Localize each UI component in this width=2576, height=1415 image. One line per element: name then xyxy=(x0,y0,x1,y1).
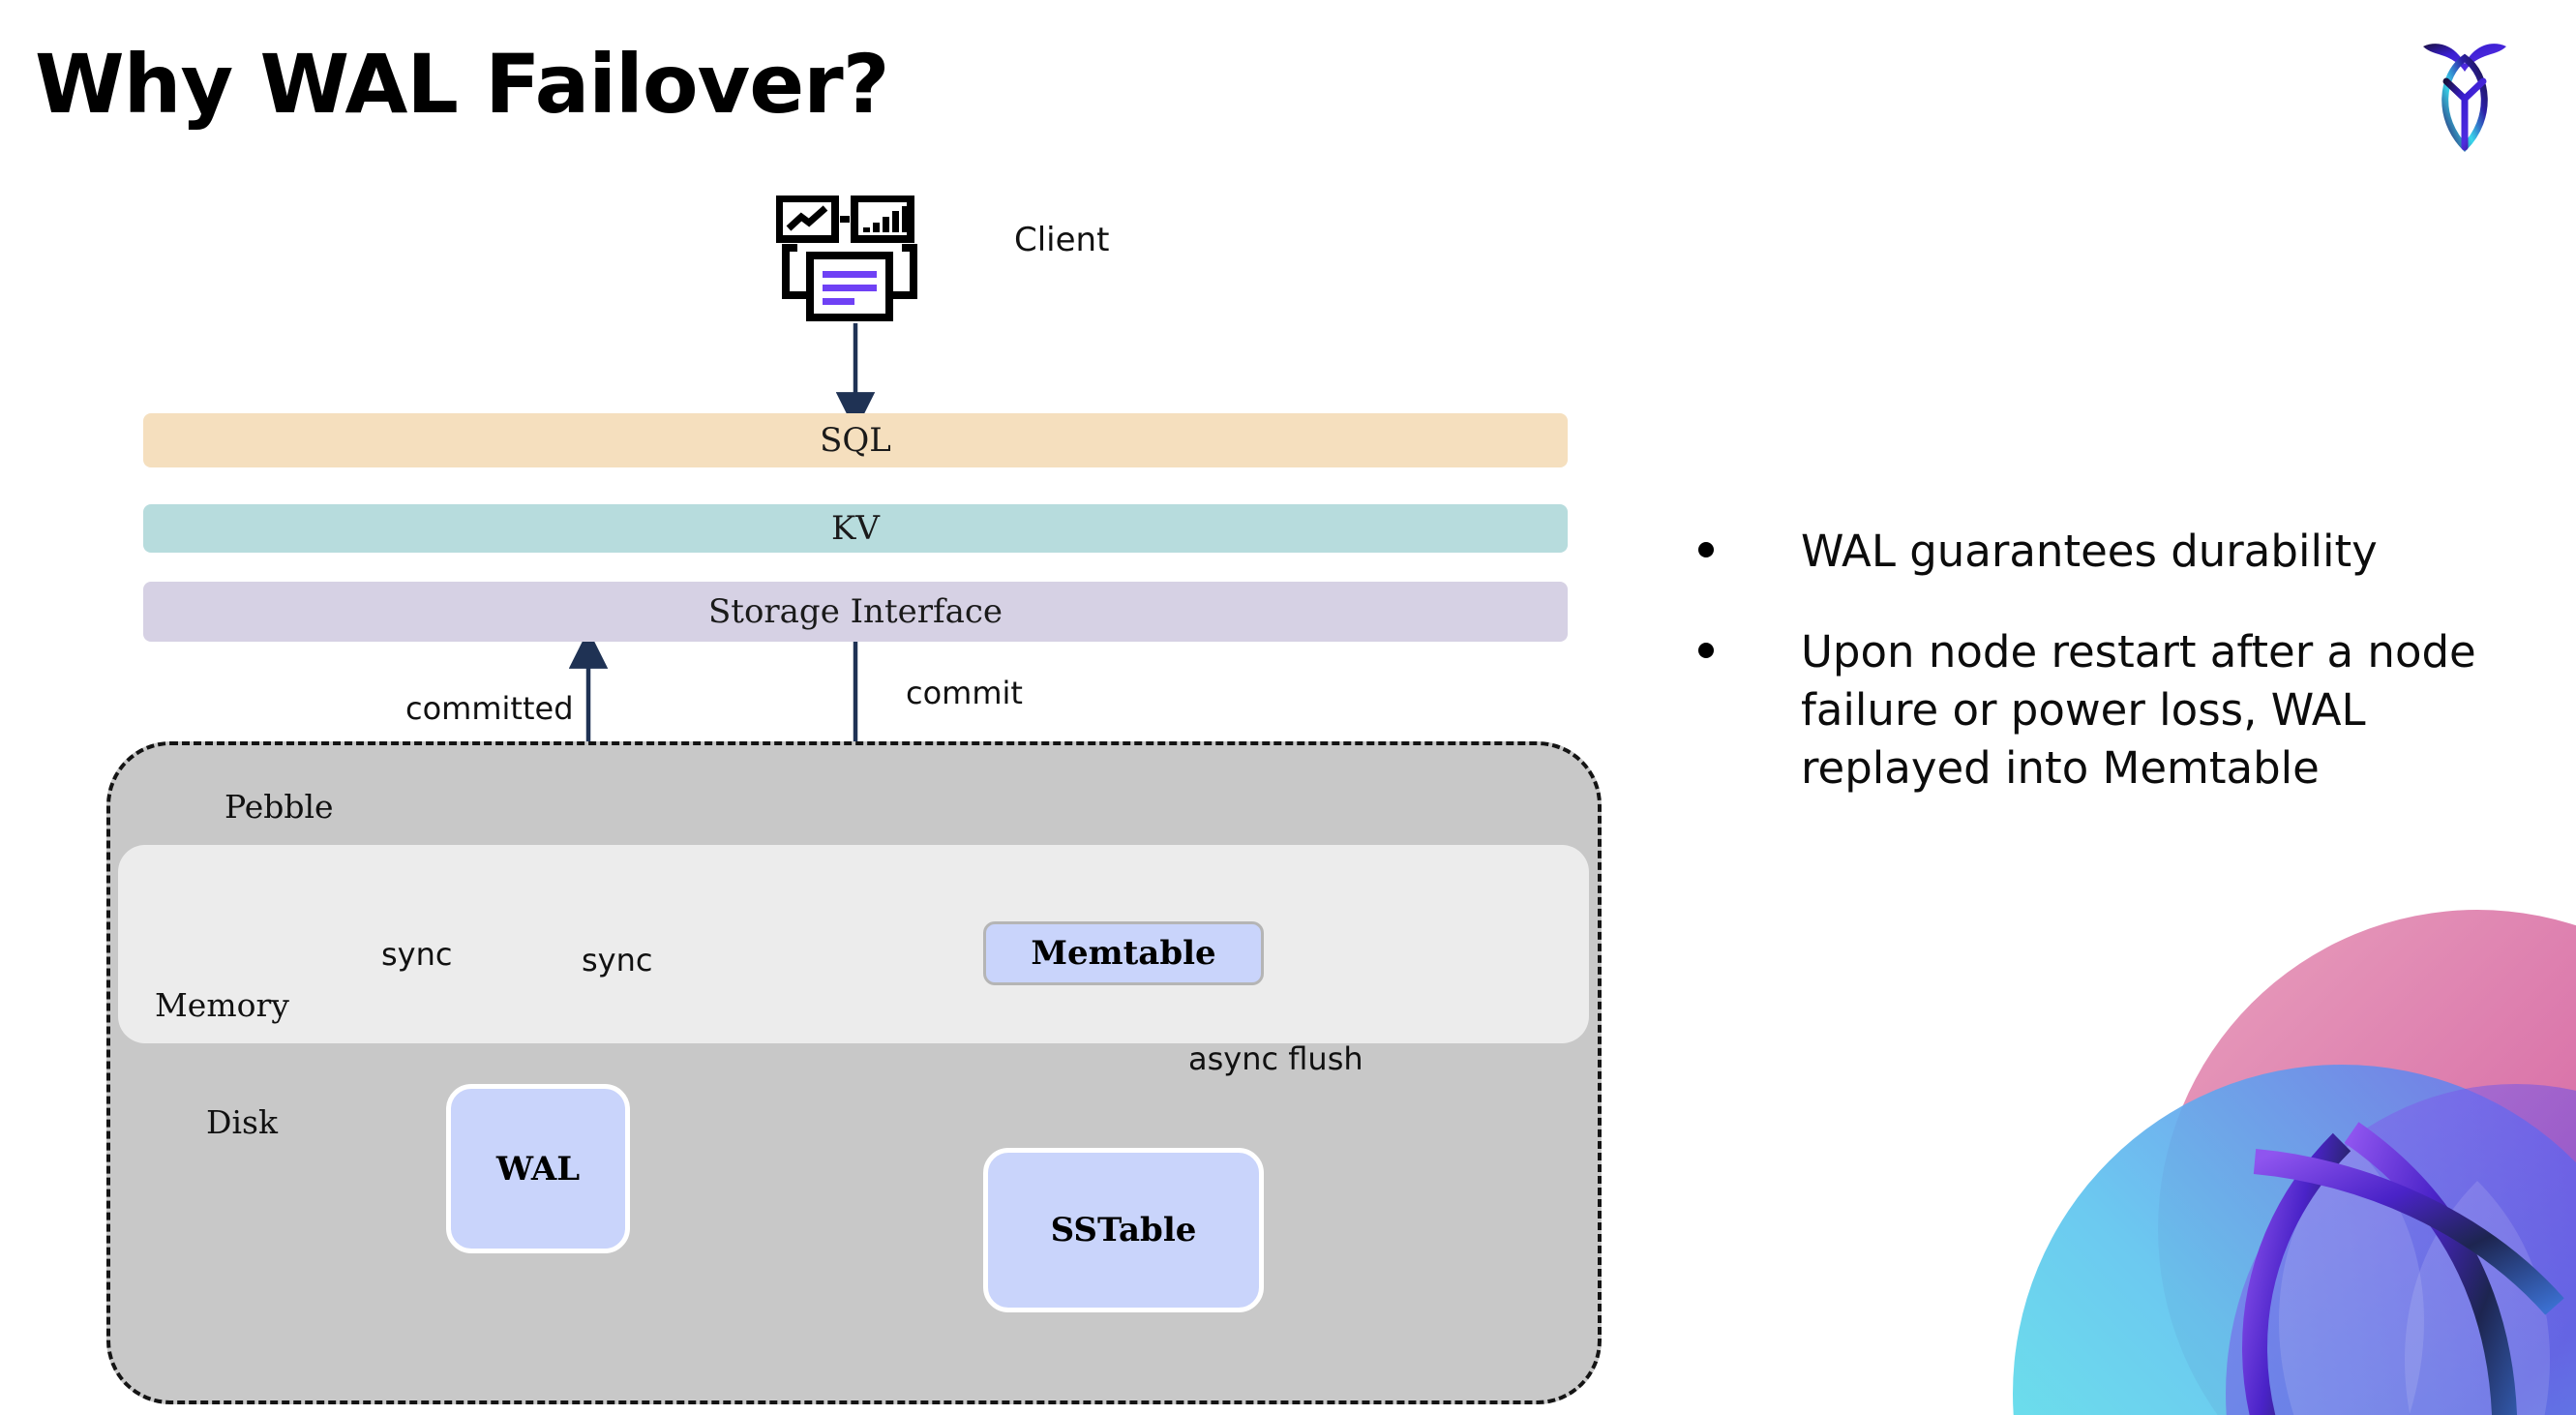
memory-zone xyxy=(118,845,1589,1043)
edge-label-sync-right: sync xyxy=(582,942,653,978)
list-item: WAL guarantees durability xyxy=(1698,523,2550,581)
zone-label-disk: Disk xyxy=(206,1103,278,1141)
decorative-gradient-artwork xyxy=(1935,852,2576,1415)
client-label: Client xyxy=(1014,221,1110,259)
layer-bar-sql: SQL xyxy=(143,413,1568,467)
cockroachdb-logo xyxy=(2411,29,2518,155)
edge-label-commit: commit xyxy=(906,675,1023,711)
layer-bar-kv: KV xyxy=(143,504,1568,553)
node-label-wal: WAL xyxy=(495,1149,581,1189)
edge-label-committed: committed xyxy=(405,690,574,727)
zone-label-memory: Memory xyxy=(155,986,289,1024)
bullet-dot-icon xyxy=(1698,542,1714,557)
layer-bar-storage-interface: Storage Interface xyxy=(143,582,1568,642)
wal-architecture-diagram: Client SQL KV xyxy=(106,195,1602,1404)
client-dashboard-icon xyxy=(775,195,923,321)
bullet-dot-icon xyxy=(1698,642,1714,658)
layer-label-kv: KV xyxy=(831,509,880,548)
bullet-text: WAL guarantees durability xyxy=(1801,526,2378,577)
bullet-list: WAL guarantees durability Upon node rest… xyxy=(1698,523,2550,839)
bullet-text: Upon node restart after a node failure o… xyxy=(1801,625,2476,794)
edge-label-sync-left: sync xyxy=(381,936,453,973)
node-memtable: Memtable xyxy=(983,921,1264,985)
layer-label-sql: SQL xyxy=(820,421,891,460)
node-label-memtable: Memtable xyxy=(1031,934,1216,973)
node-wal: WAL xyxy=(446,1084,630,1253)
pebble-container xyxy=(106,741,1602,1404)
node-label-sstable: SSTable xyxy=(1050,1211,1197,1249)
edge-label-async-flush: async flush xyxy=(1188,1040,1363,1077)
node-sstable: SSTable xyxy=(983,1148,1264,1312)
list-item: Upon node restart after a node failure o… xyxy=(1698,623,2550,798)
zone-label-pebble: Pebble xyxy=(225,788,334,826)
page-title: Why WAL Failover? xyxy=(35,37,889,132)
layer-label-storage-interface: Storage Interface xyxy=(707,592,1003,631)
